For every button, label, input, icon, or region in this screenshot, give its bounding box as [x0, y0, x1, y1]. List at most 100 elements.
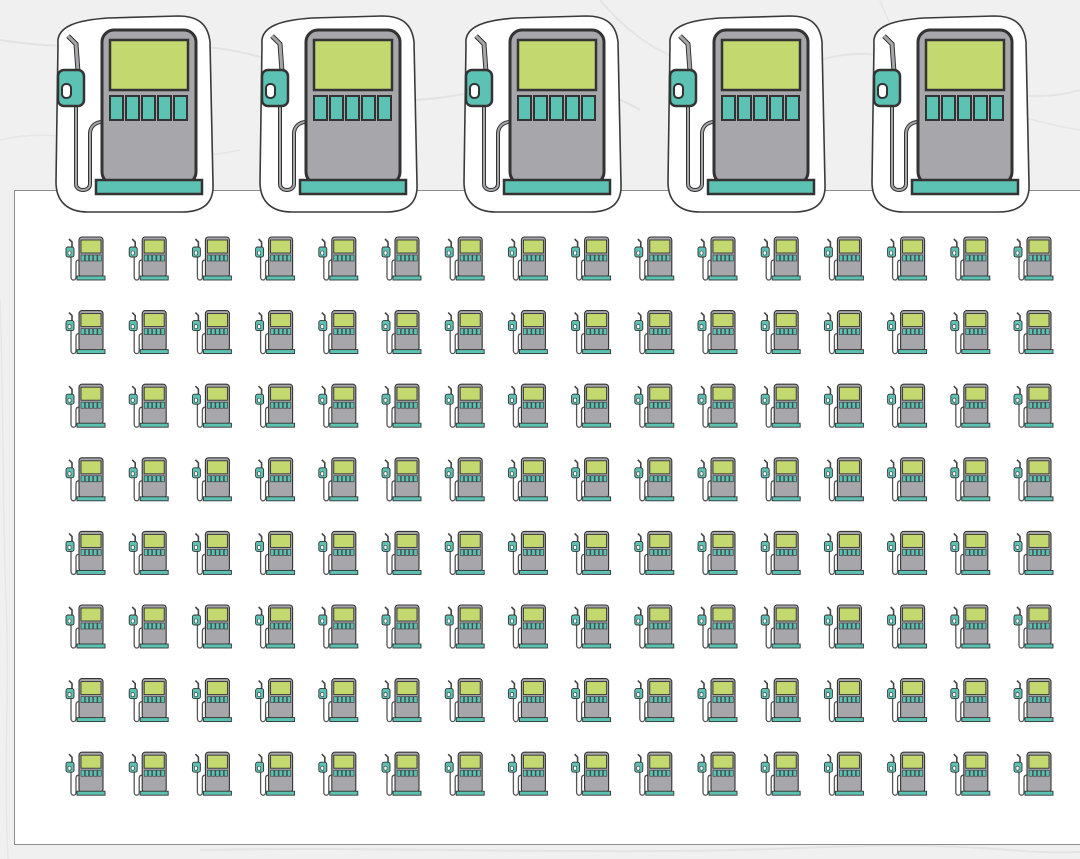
- fuel-pump-icon[interactable]: [128, 236, 169, 281]
- large-sticker-1[interactable]: [48, 14, 214, 214]
- fuel-pump-icon[interactable]: [317, 604, 359, 649]
- fuel-pump-icon[interactable]: [823, 236, 865, 281]
- fuel-pump-icon[interactable]: [191, 604, 233, 649]
- large-sticker-5[interactable]: [864, 14, 1030, 214]
- fuel-pump-icon[interactable]: [1013, 456, 1054, 502]
- fuel-pump-icon[interactable]: [760, 236, 802, 281]
- fuel-pump-icon[interactable]: [317, 456, 359, 502]
- fuel-pump-icon[interactable]: [254, 677, 296, 723]
- fuel-pump-icon[interactable]: [949, 309, 991, 355]
- fuel-pump-icon[interactable]: [381, 236, 422, 281]
- fuel-pump-icon[interactable]: [949, 530, 991, 576]
- fuel-pump-icon[interactable]: [823, 677, 865, 723]
- fuel-pump-icon[interactable]: [697, 677, 738, 723]
- fuel-pump-icon[interactable]: [633, 530, 675, 576]
- fuel-pump-icon[interactable]: [191, 383, 233, 429]
- fuel-pump-icon[interactable]: [128, 530, 169, 576]
- fuel-pump-icon[interactable]: [570, 309, 612, 355]
- fuel-pump-icon[interactable]: [633, 677, 675, 723]
- fuel-pump-icon[interactable]: [128, 383, 169, 429]
- fuel-pump-icon[interactable]: [128, 751, 169, 797]
- fuel-pump-icon[interactable]: [191, 456, 233, 502]
- fuel-pump-icon[interactable]: [191, 530, 233, 576]
- fuel-pump-icon[interactable]: [823, 604, 865, 649]
- fuel-pump-icon[interactable]: [697, 383, 738, 429]
- fuel-pump-icon[interactable]: [760, 309, 802, 355]
- fuel-pump-icon[interactable]: [381, 751, 422, 797]
- fuel-pump-icon[interactable]: [65, 236, 106, 281]
- fuel-pump-icon[interactable]: [633, 456, 675, 502]
- fuel-pump-icon[interactable]: [254, 309, 296, 355]
- fuel-pump-icon[interactable]: [949, 456, 991, 502]
- fuel-pump-icon[interactable]: [886, 604, 928, 649]
- fuel-pump-icon[interactable]: [381, 530, 422, 576]
- fuel-pump-icon[interactable]: [507, 309, 549, 355]
- fuel-pump-icon[interactable]: [1013, 751, 1054, 797]
- fuel-pump-icon[interactable]: [760, 383, 802, 429]
- fuel-pump-icon[interactable]: [317, 383, 359, 429]
- fuel-pump-icon[interactable]: [949, 604, 991, 649]
- fuel-pump-icon[interactable]: [444, 456, 486, 502]
- fuel-pump-icon[interactable]: [444, 383, 486, 429]
- fuel-pump-icon[interactable]: [317, 530, 359, 576]
- fuel-pump-icon[interactable]: [381, 309, 422, 355]
- fuel-pump-icon[interactable]: [823, 456, 865, 502]
- fuel-pump-icon[interactable]: [886, 530, 928, 576]
- fuel-pump-icon[interactable]: [633, 383, 675, 429]
- fuel-pump-icon[interactable]: [65, 751, 106, 797]
- fuel-pump-icon[interactable]: [191, 751, 233, 797]
- fuel-pump-icon[interactable]: [886, 456, 928, 502]
- fuel-pump-icon[interactable]: [317, 677, 359, 723]
- large-sticker-4[interactable]: [660, 14, 826, 214]
- fuel-pump-icon[interactable]: [191, 236, 233, 281]
- fuel-pump-icon[interactable]: [949, 677, 991, 723]
- fuel-pump-icon[interactable]: [191, 677, 233, 723]
- fuel-pump-icon[interactable]: [1013, 383, 1054, 429]
- fuel-pump-icon[interactable]: [949, 751, 991, 797]
- fuel-pump-icon[interactable]: [507, 751, 549, 797]
- fuel-pump-icon[interactable]: [65, 530, 106, 576]
- fuel-pump-icon[interactable]: [1013, 236, 1054, 281]
- fuel-pump-icon[interactable]: [697, 236, 738, 281]
- fuel-pump-icon[interactable]: [317, 751, 359, 797]
- fuel-pump-icon[interactable]: [444, 751, 486, 797]
- fuel-pump-icon[interactable]: [381, 604, 422, 649]
- fuel-pump-icon[interactable]: [254, 530, 296, 576]
- fuel-pump-icon[interactable]: [570, 530, 612, 576]
- fuel-pump-icon[interactable]: [128, 309, 169, 355]
- fuel-pump-icon[interactable]: [760, 530, 802, 576]
- fuel-pump-icon[interactable]: [317, 309, 359, 355]
- fuel-pump-icon[interactable]: [633, 751, 675, 797]
- fuel-pump-icon[interactable]: [823, 309, 865, 355]
- fuel-pump-icon[interactable]: [254, 383, 296, 429]
- fuel-pump-icon[interactable]: [570, 236, 612, 281]
- fuel-pump-icon[interactable]: [444, 236, 486, 281]
- fuel-pump-icon[interactable]: [381, 456, 422, 502]
- fuel-pump-icon[interactable]: [317, 236, 359, 281]
- fuel-pump-icon[interactable]: [886, 236, 928, 281]
- fuel-pump-icon[interactable]: [886, 309, 928, 355]
- fuel-pump-icon[interactable]: [507, 604, 549, 649]
- fuel-pump-icon[interactable]: [507, 236, 549, 281]
- fuel-pump-icon[interactable]: [633, 236, 675, 281]
- fuel-pump-icon[interactable]: [697, 309, 738, 355]
- fuel-pump-icon[interactable]: [697, 604, 738, 649]
- fuel-pump-icon[interactable]: [633, 604, 675, 649]
- fuel-pump-icon[interactable]: [444, 604, 486, 649]
- fuel-pump-icon[interactable]: [570, 456, 612, 502]
- fuel-pump-icon[interactable]: [823, 751, 865, 797]
- fuel-pump-icon[interactable]: [823, 530, 865, 576]
- fuel-pump-icon[interactable]: [128, 677, 169, 723]
- fuel-pump-icon[interactable]: [570, 604, 612, 649]
- fuel-pump-icon[interactable]: [444, 530, 486, 576]
- fuel-pump-icon[interactable]: [823, 383, 865, 429]
- fuel-pump-icon[interactable]: [65, 383, 106, 429]
- fuel-pump-icon[interactable]: [254, 456, 296, 502]
- fuel-pump-icon[interactable]: [507, 530, 549, 576]
- fuel-pump-icon[interactable]: [507, 456, 549, 502]
- fuel-pump-icon[interactable]: [697, 530, 738, 576]
- fuel-pump-icon[interactable]: [381, 677, 422, 723]
- fuel-pump-icon[interactable]: [128, 604, 169, 649]
- fuel-pump-icon[interactable]: [886, 677, 928, 723]
- fuel-pump-icon[interactable]: [760, 604, 802, 649]
